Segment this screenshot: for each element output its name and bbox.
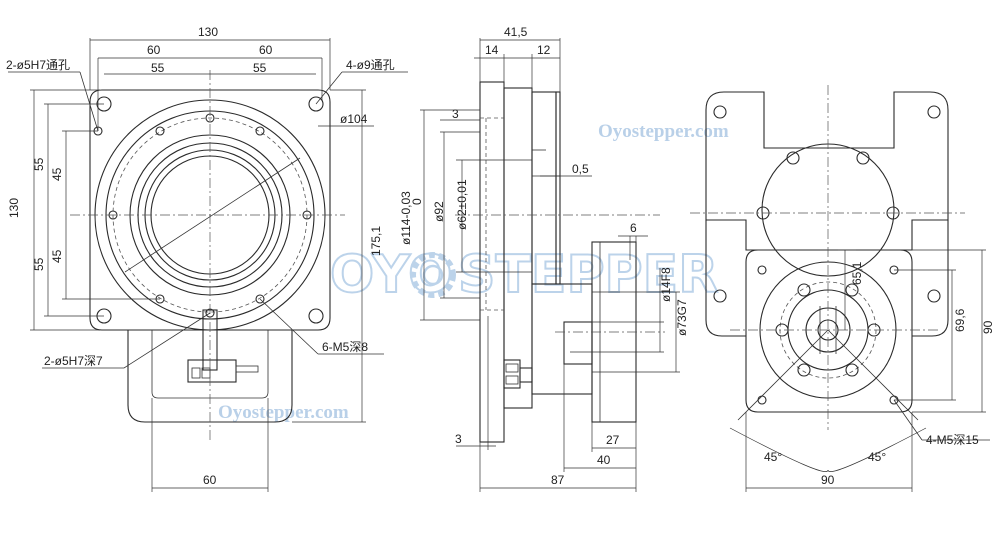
dim-total-height: 175,1 bbox=[369, 226, 383, 256]
dim-90-vertical: 90 bbox=[981, 320, 995, 334]
rear-view: 65,1 69,6 90 90 45° 45° 4-M5深15 bbox=[690, 85, 995, 492]
dim-lower-45: 45 bbox=[50, 249, 64, 263]
dia-62: ø62±0,01 bbox=[455, 179, 469, 230]
front-view: 130 60 60 55 55 130 55 55 45 45 175,1 60 bbox=[6, 25, 408, 492]
note-rear-tapped: 4-M5深15 bbox=[926, 433, 979, 447]
dim-upper-55: 55 bbox=[32, 157, 46, 171]
dim-overall-height: 130 bbox=[7, 198, 21, 218]
dim-overall-width: 130 bbox=[198, 25, 218, 39]
watermark-site-bottom: Oyostepper.com bbox=[218, 402, 349, 423]
dim-90-horizontal: 90 bbox=[821, 473, 835, 487]
dia-104: ø104 bbox=[340, 112, 368, 126]
dim-0-5: 0,5 bbox=[572, 162, 589, 176]
dia-114-upper: 0 bbox=[410, 198, 424, 205]
note-through-holes: 4-ø9通孔 bbox=[346, 58, 395, 72]
dim-bolt-right: 55 bbox=[253, 61, 267, 75]
dia-114: ø114-0,03 bbox=[399, 191, 413, 245]
dim-87: 87 bbox=[551, 473, 565, 487]
angle-right: 45° bbox=[868, 450, 886, 464]
dim-lower-55: 55 bbox=[32, 257, 46, 271]
watermark: Oyostepper.com Oyostepper.com OYO STEPPE… bbox=[218, 121, 729, 423]
watermark-logo-right: STEPPER bbox=[458, 245, 718, 305]
note-tapped-holes: 6-M5深8 bbox=[322, 340, 368, 354]
dim-upper-45: 45 bbox=[50, 167, 64, 181]
dim-3-bottom: 3 bbox=[455, 432, 462, 446]
dim-65-1: 65,1 bbox=[850, 261, 864, 285]
dim-3-top: 3 bbox=[452, 107, 459, 121]
dim-bottom-width: 60 bbox=[203, 473, 217, 487]
note-pin-hole-top: 2-ø5H7通孔 bbox=[6, 58, 70, 72]
dia-14: ø14F8 bbox=[659, 267, 673, 302]
dim-40: 40 bbox=[597, 453, 611, 467]
dim-right-12: 12 bbox=[537, 43, 551, 57]
side-view: 41,5 14 12 3 ø114-0,03 0 ø92 ø62±0,01 0,… bbox=[399, 25, 689, 492]
dia-73: ø73G7 bbox=[675, 299, 689, 336]
angle-left: 45° bbox=[764, 450, 782, 464]
dim-69-6: 69,6 bbox=[953, 308, 967, 332]
dim-total-thickness: 41,5 bbox=[504, 25, 528, 39]
dim-half-right: 60 bbox=[259, 43, 273, 57]
dim-27: 27 bbox=[606, 433, 620, 447]
dim-6: 6 bbox=[630, 221, 637, 235]
dim-bolt-left: 55 bbox=[151, 61, 165, 75]
note-pin-hole-bottom: 2-ø5H7深7 bbox=[44, 354, 103, 368]
watermark-site-top: Oyostepper.com bbox=[598, 121, 729, 142]
dia-92: ø92 bbox=[432, 201, 446, 222]
dim-left-14: 14 bbox=[485, 43, 499, 57]
dim-half-left: 60 bbox=[147, 43, 161, 57]
